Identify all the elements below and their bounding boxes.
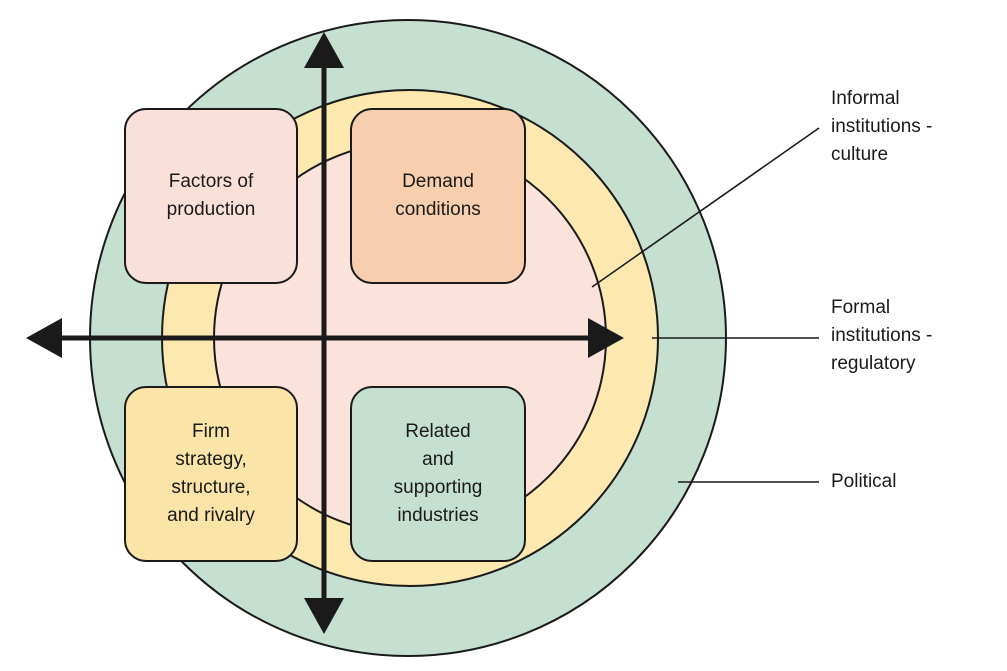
firm-strategy-label: Firm strategy, structure, and rivalry xyxy=(167,421,255,526)
firm-strategy-box: Firm strategy, structure, and rivalry xyxy=(124,386,298,562)
informal-institutions-label: Informal institutions - culture xyxy=(831,88,933,165)
demand-conditions-label: Demand conditions xyxy=(395,171,481,220)
political-label: Political xyxy=(831,471,897,492)
left-arrowhead xyxy=(26,318,62,358)
factors-of-production-label: Factors of production xyxy=(166,171,256,220)
factors-of-production-box: Factors of production xyxy=(124,108,298,284)
demand-conditions-box: Demand conditions xyxy=(350,108,526,284)
right-arrowhead xyxy=(588,318,624,358)
related-industries-label: Related and supporting industries xyxy=(393,421,483,526)
related-industries-box: Related and supporting industries xyxy=(350,386,526,562)
top-arrowhead xyxy=(304,32,344,68)
bottom-arrowhead xyxy=(304,598,344,634)
informal-leader-line xyxy=(591,127,820,288)
formal-institutions-label: Formal institutions - regulatory xyxy=(831,297,933,374)
